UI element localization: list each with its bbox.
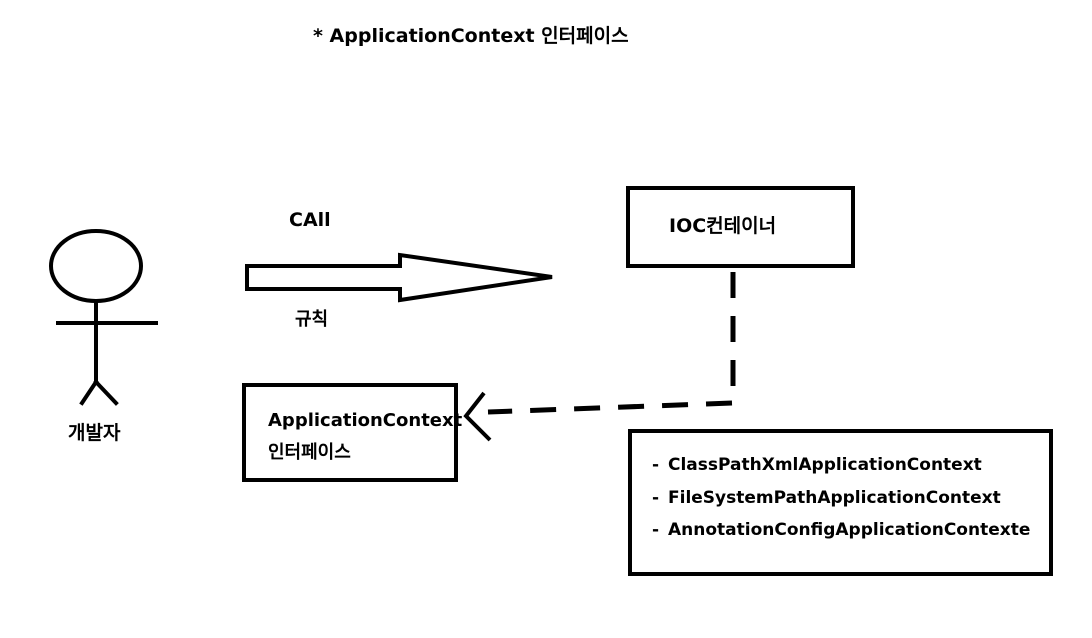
dashed-connector [487, 272, 736, 415]
developer-label: 개발자 [68, 422, 121, 444]
ioc-container-box [626, 186, 855, 268]
rule-label: 규칙 [295, 309, 329, 330]
implementations-box [628, 429, 1053, 576]
implementation-name: AnnotationConfigApplicationContexte [668, 520, 1031, 540]
implementation-item: -ClassPathXmlApplicationContext [652, 449, 1030, 482]
application-context-line2: 인터페이스 [268, 442, 351, 463]
dashed-connector-arrowhead [463, 391, 492, 442]
implementation-bullet: - [652, 455, 660, 475]
application-context-box [242, 383, 458, 482]
implementation-item: -AnnotationConfigApplicationContexte [652, 514, 1030, 547]
implementation-bullet: - [652, 487, 660, 508]
ioc-container-label: IOC컨테이너 [669, 215, 777, 237]
implementation-bullet: - [652, 520, 660, 540]
implementations-list: -ClassPathXmlApplicationContext -FileSys… [652, 449, 1030, 547]
page-title: * ApplicationContext 인터페이스 [313, 25, 629, 47]
call-label: CAll [289, 209, 331, 231]
implementation-name: FileSystemPathApplicationContext [668, 487, 1001, 508]
stick-figure-right-leg [93, 379, 119, 406]
application-context-text: ApplicationContext 인터페이스 [268, 405, 462, 469]
stick-figure [49, 229, 158, 406]
implementation-name: ClassPathXmlApplicationContext [668, 455, 982, 475]
implementation-item: -FileSystemPathApplicationContext [652, 482, 1030, 515]
stick-figure-left-leg [79, 379, 99, 406]
call-arrow [245, 252, 553, 303]
application-context-line1: ApplicationContext [268, 410, 463, 431]
stick-figure-head [49, 229, 143, 303]
